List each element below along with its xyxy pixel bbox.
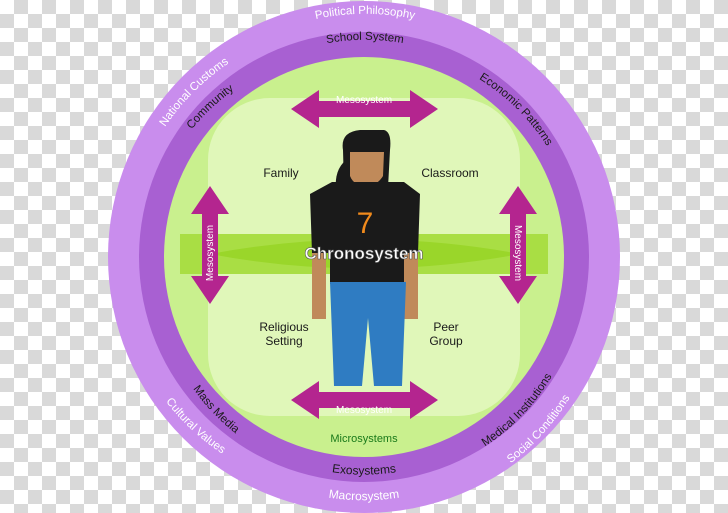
microsystem-classroom: Classroom (421, 166, 478, 180)
microsystems-title: Microsystems (330, 433, 398, 445)
left-arm (312, 253, 326, 319)
shirt-number: 7 (357, 207, 374, 240)
mesosystem-label-right: Mesosystem (512, 225, 523, 281)
mesosystem-arrow-top (291, 90, 438, 128)
macrosystem-title: Macrosystem (328, 487, 400, 504)
mesosystem-label-bottom: Mesosystem (336, 405, 392, 416)
mesosystem-arrow-right (499, 186, 537, 304)
pants (330, 282, 406, 386)
right-arm (404, 253, 418, 319)
chronosystem-band-highlight (180, 234, 548, 274)
mesosystem-label-top: Mesosystem (336, 95, 392, 106)
chronosystem-label: Chronosystem (304, 244, 423, 263)
microsystem-family: Family (263, 166, 298, 180)
mesosystem-label-left: Mesosystem (205, 225, 216, 281)
exosystem-school-system: School System (325, 31, 404, 46)
child-figure: 7 (310, 130, 420, 386)
mesosystem-arrow-bottom (291, 381, 438, 419)
shirt (310, 182, 420, 284)
exosystems-title: Exosystems (331, 461, 396, 477)
mesosystem-arrow-left (191, 186, 229, 304)
face (350, 152, 384, 186)
macrosystem-political-philosophy: Political Philosophy (314, 5, 416, 22)
